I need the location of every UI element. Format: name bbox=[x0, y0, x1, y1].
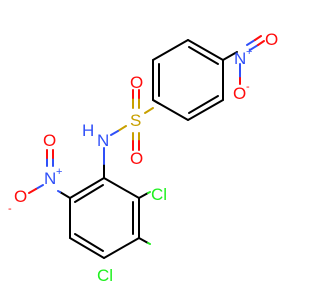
atom-sulfur: S bbox=[130, 111, 141, 130]
atom-hydrogen: H bbox=[82, 121, 94, 140]
bond bbox=[222, 51, 238, 61]
bond bbox=[144, 107, 154, 114]
bond bbox=[69, 177, 105, 199]
atom-charge: + bbox=[246, 46, 252, 58]
bond bbox=[138, 237, 149, 244]
atom-charge: + bbox=[56, 166, 62, 178]
atom-oxygen: O bbox=[14, 187, 27, 206]
molecule-structure: O - N + O O S O H N O N + O - Cl Cl bbox=[8, 30, 278, 285]
atom-oxygen: O bbox=[43, 131, 56, 150]
atom-oxygen: O bbox=[130, 73, 143, 92]
bond bbox=[249, 44, 259, 51]
bond bbox=[74, 184, 104, 203]
bond bbox=[257, 40, 265, 46]
molecule-diagram: O - N + O O S O H N O N + O - Cl Cl bbox=[8, 30, 278, 285]
bond bbox=[147, 191, 151, 194]
bond bbox=[59, 191, 71, 199]
atom-charge: - bbox=[8, 203, 12, 215]
bond bbox=[138, 192, 149, 199]
bond bbox=[35, 184, 44, 190]
atom-nitrogen: N bbox=[97, 131, 109, 150]
bond bbox=[117, 125, 127, 132]
bond bbox=[69, 237, 105, 259]
bond bbox=[187, 99, 224, 121]
atom-oxygen: O bbox=[130, 149, 143, 168]
bond bbox=[110, 130, 119, 136]
atom-oxygen: O bbox=[265, 30, 278, 49]
bond bbox=[254, 35, 262, 41]
bond bbox=[246, 39, 256, 46]
bond bbox=[188, 46, 219, 65]
bond bbox=[147, 242, 151, 245]
bond bbox=[157, 102, 161, 105]
bond bbox=[103, 177, 140, 199]
bond bbox=[57, 190, 61, 193]
atom-chlorine: Cl bbox=[151, 185, 167, 204]
bond bbox=[188, 95, 219, 114]
bond bbox=[74, 233, 104, 252]
atom-chlorine: Cl bbox=[97, 266, 113, 285]
atom-charge: - bbox=[246, 81, 250, 93]
atom-oxygen: O bbox=[233, 84, 246, 103]
atom-nitrogen: N bbox=[44, 169, 56, 188]
bond bbox=[152, 39, 189, 61]
bond bbox=[187, 39, 224, 61]
bond bbox=[103, 237, 140, 259]
bond bbox=[28, 188, 37, 194]
atom-nitrogen: N bbox=[234, 49, 246, 68]
